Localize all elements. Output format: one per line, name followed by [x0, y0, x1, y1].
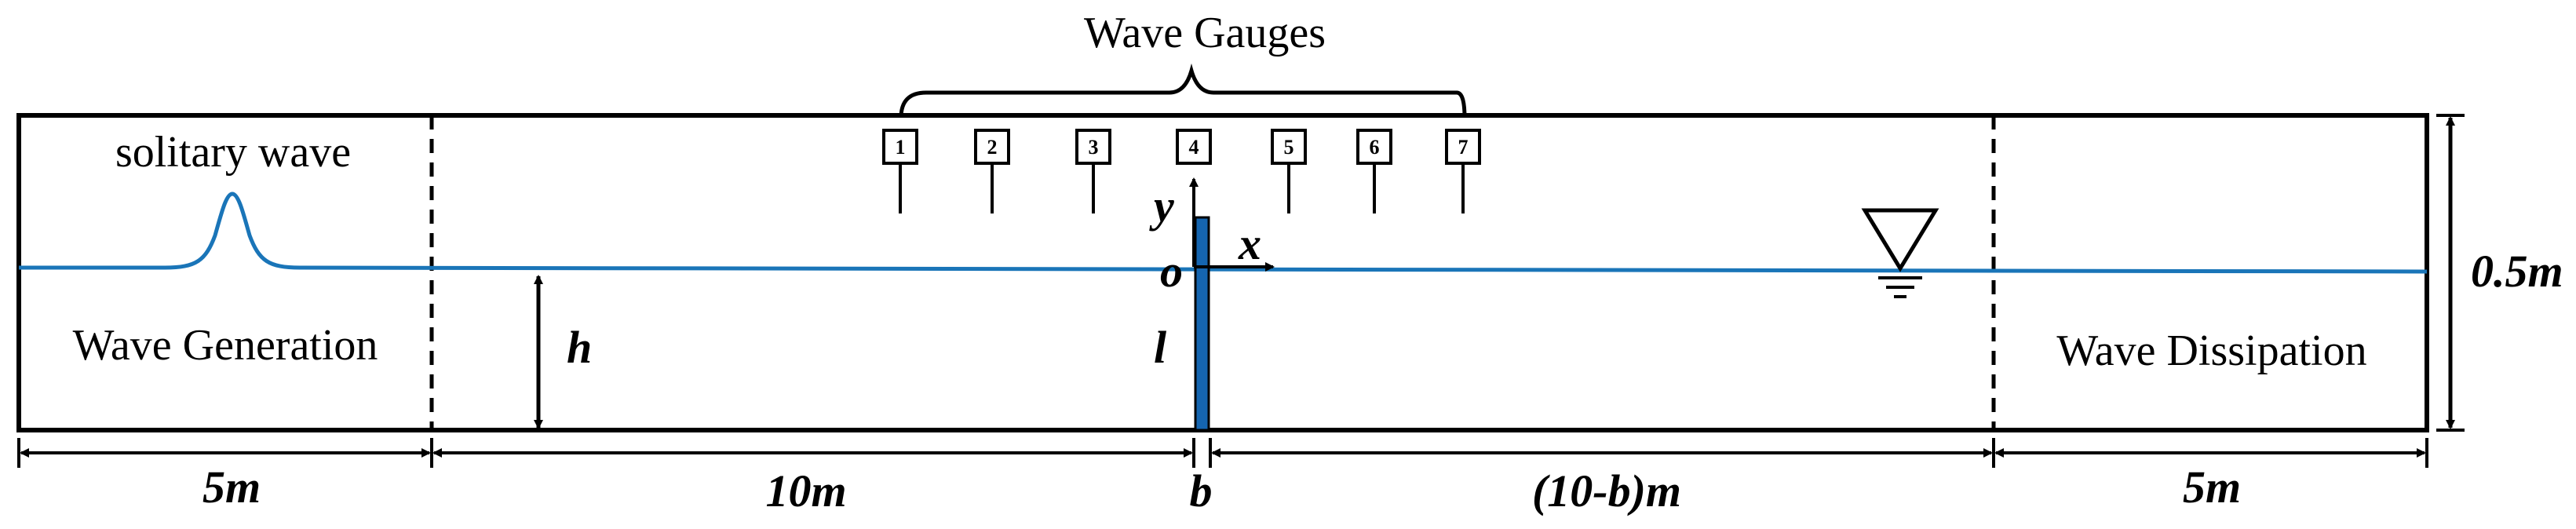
y-axis-symbol: y	[1149, 181, 1174, 232]
tank-outline	[16, 113, 2429, 432]
diagram-title: Wave Gauges	[1084, 9, 1326, 57]
gauge-number: 5	[1284, 136, 1294, 159]
x-axis-symbol: x	[1238, 218, 1261, 269]
water-surface	[19, 192, 2428, 274]
gauge-box	[1176, 129, 1212, 165]
gauge-number: 6	[1370, 136, 1380, 159]
wave-dissipation-label: Wave Dissipation	[2056, 327, 2366, 375]
gauge-7: 7	[1445, 129, 1481, 213]
water-level-triangle-icon	[1861, 208, 1939, 298]
origin-symbol: o	[1160, 246, 1183, 297]
solitary-wave-label: solitary wave	[115, 128, 351, 177]
gauge-1: 1	[882, 129, 918, 213]
gauge-4: 4	[1176, 129, 1212, 165]
plate-length-symbol: l	[1154, 322, 1167, 373]
gauge-number: 2	[987, 136, 998, 159]
gauge-number: 4	[1189, 136, 1199, 159]
dissipation-length-label: 5m	[2183, 462, 2241, 513]
gauge-box	[1075, 129, 1111, 165]
length-dimension-ticks	[17, 438, 2428, 468]
gauge-3: 3	[1075, 129, 1111, 213]
middle-length-label: 10m	[765, 465, 846, 516]
gauges-brace	[899, 63, 1467, 119]
generation-length-label: 5m	[203, 462, 261, 513]
gauge-2: 2	[974, 129, 1010, 213]
plate-thickness-label: b	[1190, 465, 1213, 516]
gauge-box	[882, 129, 918, 165]
gauge-number: 3	[1089, 136, 1099, 159]
gauge-6: 6	[1356, 129, 1392, 213]
wave-gauges: 1 2 3 4 5 6 7	[882, 129, 1481, 213]
gauge-box	[1271, 129, 1307, 165]
gauge-number: 7	[1458, 136, 1469, 159]
wave-generation-label: Wave Generation	[73, 321, 378, 370]
depth-symbol: h	[567, 322, 592, 373]
gauge-number: 1	[896, 136, 906, 159]
gauge-5: 5	[1271, 129, 1307, 213]
downstream-length-label: (10-b)m	[1532, 465, 1681, 516]
vertical-plate	[1194, 216, 1210, 432]
tank-height-label: 0.5m	[2471, 246, 2563, 297]
